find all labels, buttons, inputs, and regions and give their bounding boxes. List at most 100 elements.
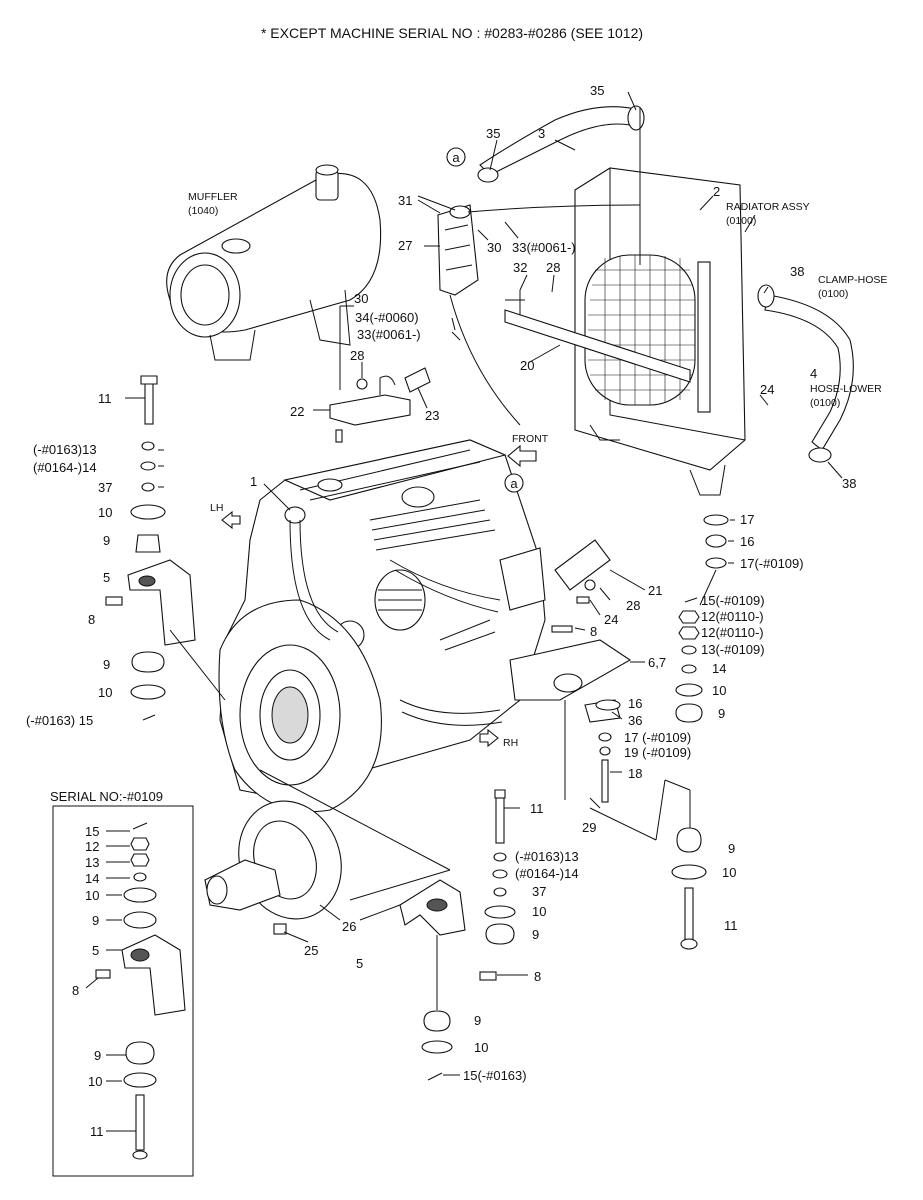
center-37: 37	[532, 884, 546, 899]
callout-1: 1	[250, 474, 257, 489]
radiator-ref: (0100)	[726, 215, 756, 227]
right-18: 18	[628, 766, 642, 781]
right-13: 13(-#0109)	[701, 642, 765, 657]
leader-lines	[125, 91, 843, 1076]
left-10-a: 10	[98, 505, 112, 520]
left-8: 8	[88, 612, 95, 627]
callout-35-top: 35	[590, 83, 604, 98]
right-15: 15(-#0109)	[701, 593, 765, 608]
muffler-bracket	[329, 394, 411, 426]
right-12-a: 12(#0110-)	[701, 609, 764, 624]
callout-31: 31	[398, 193, 412, 208]
coupling-assembly	[204, 800, 342, 935]
right-16-b: 16	[628, 696, 642, 711]
radiator-assembly	[574, 167, 746, 496]
callout-33-a: 33(#0061-)	[512, 240, 576, 255]
right-36: 36	[628, 713, 642, 728]
front-arrow: FRONT	[507, 433, 549, 468]
right-11: 11	[724, 918, 738, 933]
callout-30-b: 30	[354, 291, 368, 306]
left-5: 5	[103, 570, 110, 585]
callout-labels: 35 35 3 2 a 31 27 30 33(#0061-) 32 28 38…	[26, 83, 856, 1083]
callout-4: 4	[810, 366, 817, 381]
left-14: (#0164-)14	[33, 460, 97, 475]
right-12-b: 12(#0110-)	[701, 625, 764, 640]
inset-title: SERIAL NO:-#0109	[50, 789, 163, 804]
right-9: 9	[718, 706, 725, 721]
left-11: 11	[98, 391, 112, 406]
right-6-7: 6,7	[648, 655, 666, 670]
center-9-b: 9	[474, 1013, 481, 1028]
radiator-stay	[504, 309, 691, 383]
inset-15: 15	[85, 824, 99, 839]
callout-33-b: 33(#0061-)	[357, 327, 421, 342]
callout-a-top: a	[452, 150, 460, 165]
inset-9-b: 9	[94, 1048, 101, 1063]
right-17-a: 17	[740, 512, 754, 527]
inset-11: 11	[90, 1124, 104, 1139]
callout-30-a: 30	[487, 240, 501, 255]
inset-5: 5	[92, 943, 99, 958]
hose-lower-ref: (0100)	[810, 397, 840, 409]
callout-24: 24	[760, 382, 774, 397]
hose-lower-label: HOSE-LOWER	[810, 383, 882, 395]
center-10-b: 10	[474, 1040, 488, 1055]
center-11: 11	[530, 801, 544, 816]
left-37: 37	[98, 480, 112, 495]
clamp-hose-ref: (0100)	[818, 288, 848, 300]
left-9-a: 9	[103, 533, 110, 548]
serial-inset: SERIAL NO:-#0109 15 12 13 14	[50, 789, 194, 1177]
center-8: 8	[534, 969, 541, 984]
right-14: 14	[712, 661, 726, 676]
clamp-hose-top	[757, 284, 775, 308]
lh-arrow: LH	[210, 502, 241, 530]
callout-2: 2	[713, 184, 720, 199]
callout-28-b: 28	[350, 348, 364, 363]
right-8: 8	[590, 624, 597, 639]
overflow-tube	[467, 204, 641, 213]
right-9-b: 9	[728, 841, 735, 856]
callout-3: 3	[538, 126, 545, 141]
right-16-a: 16	[740, 534, 754, 549]
callout-27: 27	[398, 238, 412, 253]
center-25: 25	[304, 943, 318, 958]
callout-23: 23	[425, 408, 439, 423]
hose-clamp-lower	[477, 167, 499, 183]
muffler-ref: (1040)	[188, 205, 218, 217]
center-mount-stack	[399, 789, 516, 1081]
right-29: 29	[582, 820, 596, 835]
right-19: 19 (-#0109)	[624, 745, 691, 760]
inset-9: 9	[92, 913, 99, 928]
right-10: 10	[712, 683, 726, 698]
rh-label: RH	[503, 737, 518, 749]
lower-hose	[764, 294, 854, 451]
muffler-label: MUFFLER	[188, 191, 238, 203]
left-9-b: 9	[103, 657, 110, 672]
reserve-tank	[437, 204, 479, 296]
muffler	[166, 164, 382, 361]
right-24: 24	[604, 612, 618, 627]
left-13: (-#0163)13	[33, 442, 97, 457]
right-10-b: 10	[722, 865, 736, 880]
inset-10-b: 10	[88, 1074, 102, 1089]
callout-38-b: 38	[842, 476, 856, 491]
callout-38-a: 38	[790, 264, 804, 279]
drain-tube	[449, 294, 521, 426]
lh-label: LH	[210, 502, 223, 514]
center-26: 26	[342, 919, 356, 934]
callout-28-a: 28	[546, 260, 560, 275]
inset-8: 8	[72, 983, 79, 998]
header-note: * EXCEPT MACHINE SERIAL NO : #0283-#0286…	[261, 25, 643, 41]
clamp-hose-label: CLAMP-HOSE	[818, 274, 887, 286]
right-28: 28	[626, 598, 640, 613]
inset-14: 14	[85, 871, 99, 886]
center-14: (#0164-)14	[515, 866, 579, 881]
right-21: 21	[648, 583, 662, 598]
left-15: (-#0163) 15	[26, 713, 93, 728]
center-9: 9	[532, 927, 539, 942]
upper-hose	[479, 106, 641, 176]
right-17-c: 17 (-#0109)	[624, 730, 691, 745]
inset-12: 12	[85, 839, 99, 854]
inset-10: 10	[85, 888, 99, 903]
